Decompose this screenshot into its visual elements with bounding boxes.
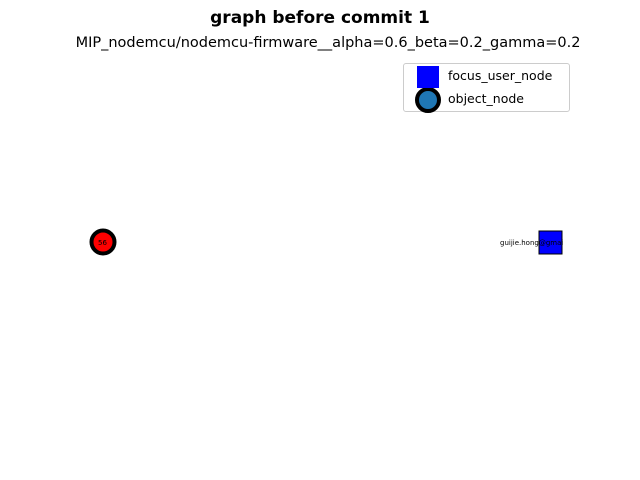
object-node-circle xyxy=(89,228,117,256)
object-node-label: 56 xyxy=(98,239,107,247)
legend-entry-focus-user: focus_user_node xyxy=(404,66,569,88)
figure-title: graph before commit 1 xyxy=(210,8,430,28)
legend: focus_user_node object_node xyxy=(403,63,570,113)
focus-user-node-square xyxy=(538,230,563,255)
circle-icon xyxy=(415,88,441,113)
square-icon xyxy=(417,66,439,88)
legend-label-focus-user: focus_user_node xyxy=(448,68,553,83)
legend-label-object: object_node xyxy=(448,91,524,106)
focus-user-node: guijie.hong@gmai xyxy=(500,230,563,255)
focus-user-node-label: guijie.hong@gmai xyxy=(500,239,563,247)
graph-subtitle: MIP_nodemcu/nodemcu-firmware__alpha=0.6_… xyxy=(75,35,581,51)
object-node: 56 xyxy=(89,228,117,256)
legend-entry-object: object_node xyxy=(404,88,569,113)
